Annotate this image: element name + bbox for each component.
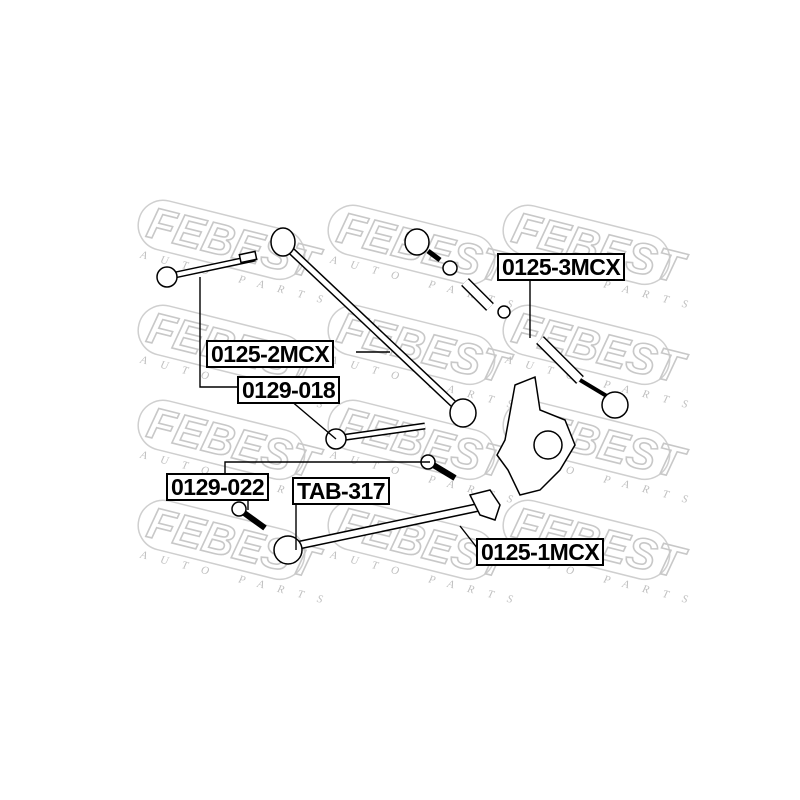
bolt-left: [231, 501, 267, 531]
bolt-top-left: [156, 250, 258, 288]
part-label-0125-1MCX[interactable]: 0125-1MCX: [476, 538, 605, 566]
arm-0125-1MCX: [273, 489, 501, 565]
part-label-0129-022[interactable]: 0129-022: [166, 473, 270, 501]
part-label-TAB-317[interactable]: TAB-317: [292, 477, 391, 505]
arm-0125-2MCX: [270, 227, 477, 428]
part-label-0125-3MCX[interactable]: 0125-3MCX: [497, 253, 626, 281]
knuckle: [496, 375, 576, 496]
assembly-0125-3MCX: [404, 228, 629, 419]
leader-lines: [199, 276, 531, 550]
part-label-0129-018[interactable]: 0129-018: [237, 376, 341, 404]
part-label-0125-2MCX[interactable]: 0125-2MCX: [206, 340, 335, 368]
